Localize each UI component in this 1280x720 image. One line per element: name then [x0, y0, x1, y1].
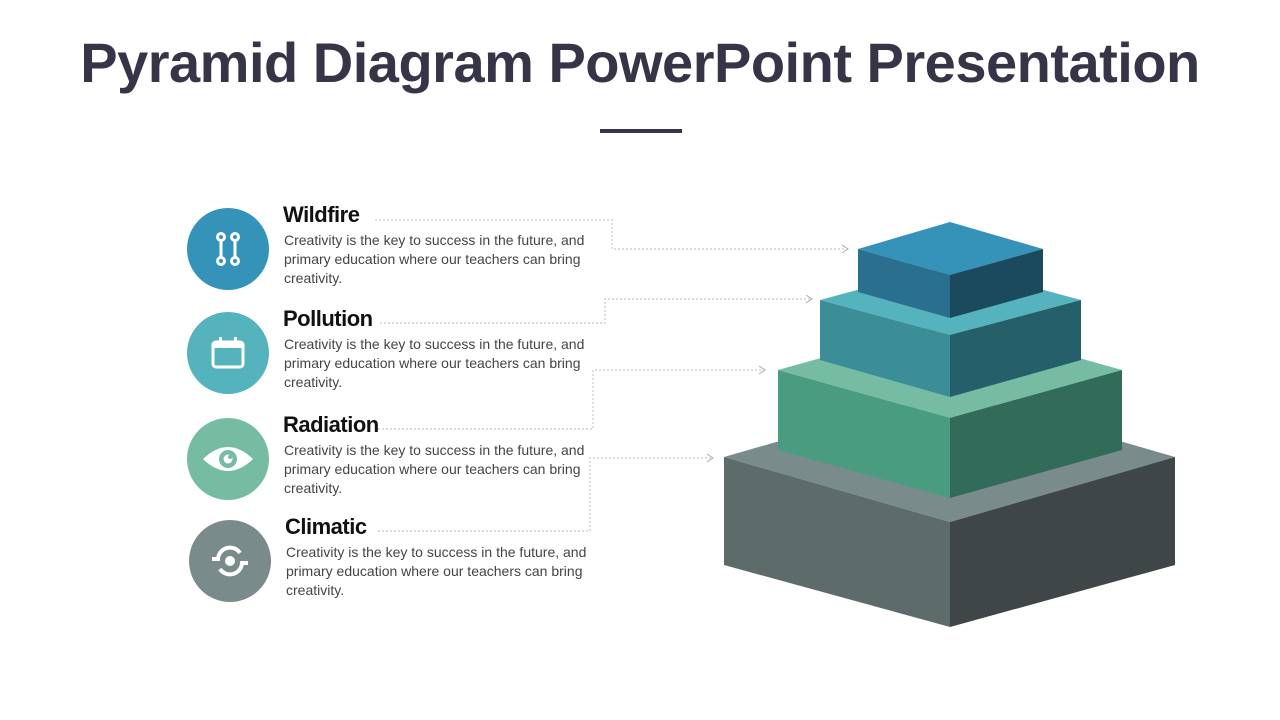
- list-item-wildfire: Wildfire Creativity is the key to succes…: [187, 202, 627, 298]
- connector-pollution: [380, 298, 810, 324]
- connectors: [375, 219, 846, 532]
- item-description: Creativity is the key to success in the …: [284, 442, 585, 496]
- item-heading: Radiation: [283, 412, 379, 437]
- item-description: Creativity is the key to success in the …: [284, 336, 585, 390]
- page-title: Pyramid Diagram PowerPoint Presentation: [80, 31, 1200, 94]
- tier-2-right-face: [950, 300, 1081, 397]
- tier-1-left-face: [858, 249, 950, 318]
- tier-4-left-face: [724, 457, 950, 627]
- arrowheads: [706, 244, 849, 463]
- item-heading: Pollution: [283, 306, 373, 331]
- wildfire-icon-circle: [187, 208, 269, 290]
- tier-1-wildfire: [858, 222, 1043, 318]
- tier-1-right-face: [950, 249, 1043, 318]
- arrow-icon: [706, 453, 714, 463]
- pollution-icon-circle: [187, 312, 269, 394]
- tier-3-right-face: [950, 370, 1122, 498]
- arrow-icon: [841, 244, 849, 254]
- list-item-climatic: Climatic Creativity is the key to succes…: [189, 514, 629, 610]
- route-icon: [216, 232, 240, 266]
- calendar-icon: [211, 337, 245, 369]
- tier-3-left-face: [778, 370, 950, 498]
- item-description: Creativity is the key to success in the …: [284, 232, 585, 286]
- climatic-icon-circle: [189, 520, 271, 602]
- list-item-pollution: Pollution Creativity is the key to succe…: [187, 306, 627, 402]
- connector-radiation: [378, 369, 763, 430]
- arrow-icon: [758, 365, 766, 375]
- title-underline: [600, 129, 682, 133]
- arrow-icon: [805, 294, 813, 304]
- sync-icon: [212, 545, 248, 577]
- tier-4-right-face: [950, 457, 1175, 627]
- list-item-radiation: Radiation Creativity is the key to succe…: [187, 412, 627, 508]
- item-description: Creativity is the key to success in the …: [286, 544, 587, 598]
- tier-1-top-face: [858, 222, 1043, 275]
- radiation-icon-circle: [187, 418, 269, 500]
- eye-icon: [203, 447, 253, 471]
- connector-climatic: [378, 457, 711, 532]
- tier-2-left-face: [820, 300, 950, 397]
- item-heading: Climatic: [285, 514, 367, 539]
- item-heading: Wildfire: [283, 202, 360, 227]
